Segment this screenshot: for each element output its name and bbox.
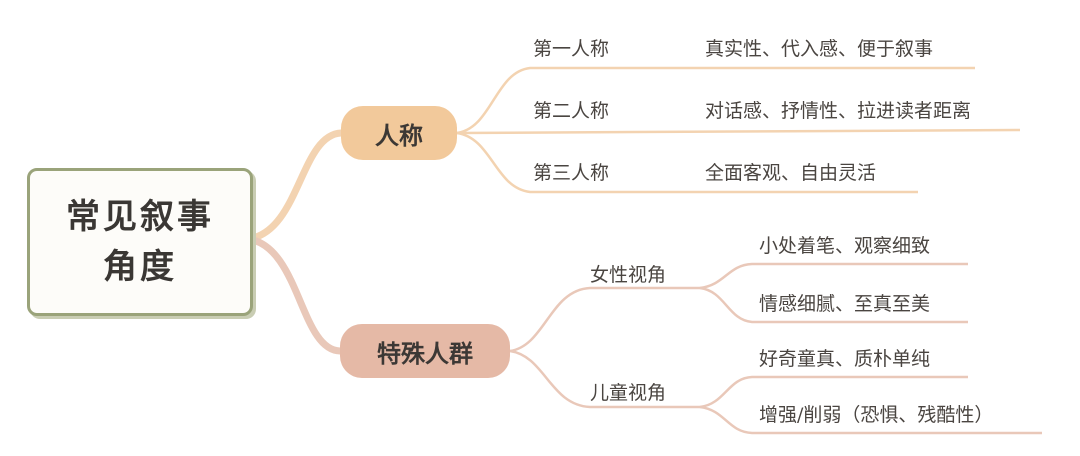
branch-node-teshu: 特殊人群 bbox=[340, 324, 510, 378]
root-node: 常见叙事 角度 bbox=[27, 168, 253, 316]
topic-child-perspective: 儿童视角 bbox=[590, 382, 667, 404]
detail-third-person: 全面客观、自由灵活 bbox=[705, 162, 877, 184]
branch-node-renchen: 人称 bbox=[341, 106, 457, 160]
connector-teshu-child bbox=[509, 349, 700, 409]
connector-female-1 bbox=[699, 262, 968, 290]
topic-first-person: 第一人称 bbox=[533, 38, 610, 60]
connector-renchen-3 bbox=[456, 131, 918, 194]
detail-first-person: 真实性、代入感、便于叙事 bbox=[705, 38, 934, 60]
root-title-line1: 常见叙事 bbox=[66, 197, 214, 237]
detail-second-person: 对话感、抒情性、拉进读者距离 bbox=[705, 100, 972, 122]
root-title-line2: 角度 bbox=[103, 247, 177, 287]
detail-child-2: 增强/削弱（恐惧、残酷性） bbox=[759, 404, 994, 426]
connector-root-teshu bbox=[244, 235, 344, 355]
connector-teshu-female bbox=[509, 286, 700, 353]
connector-renchen-2 bbox=[456, 128, 1021, 135]
connector-root-renchen bbox=[244, 129, 345, 243]
detail-female-1: 小处着笔、观察细致 bbox=[759, 235, 931, 257]
connector-female-2 bbox=[699, 286, 968, 324]
detail-female-2: 情感细腻、至真至美 bbox=[759, 293, 931, 315]
connector-renchen-1 bbox=[456, 66, 975, 135]
detail-child-1: 好奇童真、质朴单纯 bbox=[759, 348, 931, 370]
connector-child-2 bbox=[699, 405, 1042, 435]
topic-third-person: 第三人称 bbox=[533, 162, 610, 184]
connector-child-1 bbox=[699, 375, 968, 409]
topic-second-person: 第二人称 bbox=[533, 100, 610, 122]
topic-female-perspective: 女性视角 bbox=[590, 264, 667, 286]
